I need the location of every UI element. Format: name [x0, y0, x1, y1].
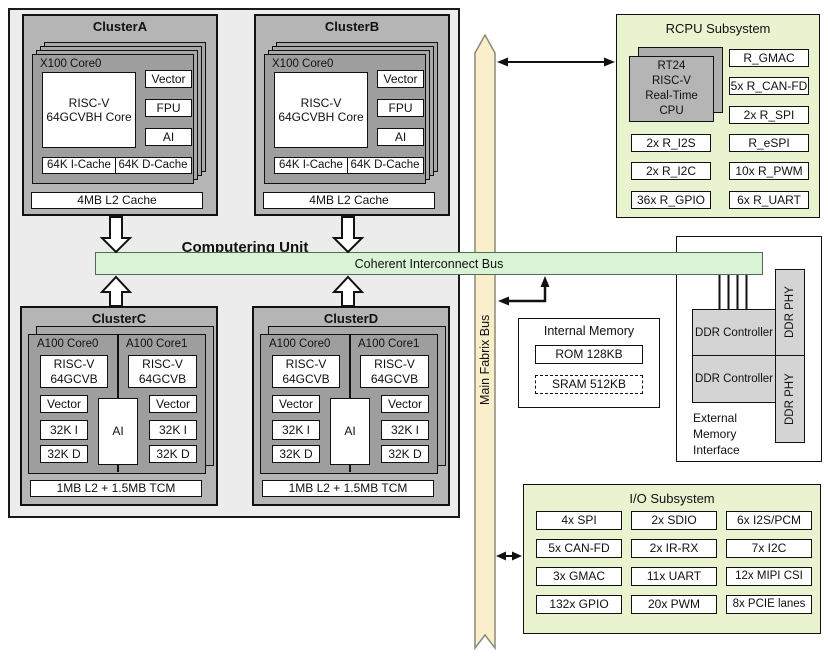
riscv-core-box: RISC-V 64GCVBH Core: [274, 72, 368, 148]
dcache-box: 64K D-Cache: [346, 157, 424, 174]
dcache-box: 32K D: [272, 445, 320, 463]
canfd-box: 5x CAN-FD: [536, 539, 622, 558]
dcache-box: 32K D: [40, 445, 88, 463]
l2-cache-box: 4MB L2 Cache: [263, 192, 435, 209]
cluster-b: ClusterB X100 Core0 RISC-V 64GCVBH Core …: [254, 14, 450, 216]
rcpu-title: RCPU Subsystem: [665, 21, 771, 36]
l2-tcm-box: 1MB L2 + 1.5MB TCM: [262, 480, 434, 497]
core1-label: A100 Core1: [358, 338, 420, 350]
cluster-b-title: ClusterB: [324, 19, 380, 34]
gmac-box: 3x GMAC: [536, 567, 622, 586]
r-pwm-box: 10x R_PWM: [729, 162, 809, 180]
arrowhead-right-icon: [604, 57, 615, 67]
r-gpio-box: 36x R_GPIO: [631, 191, 711, 209]
rt24-cpu-box: RT24 RISC-V Real-Time CPU: [629, 56, 714, 122]
coherent-bus-label: Coherent Interconnect Bus: [354, 256, 504, 271]
spi-box: 4x SPI: [536, 511, 622, 530]
a100-core-card: A100 Core0 A100 Core1 RISC-V 64GCVB RISC…: [28, 334, 206, 474]
pwm-box: 20x PWM: [631, 595, 717, 614]
icache-box: 32K I: [40, 420, 88, 440]
cluster-d: ClusterD A100 Core0 A100 Core1 RISC-V 64…: [252, 306, 450, 506]
core-label: X100 Core0: [272, 58, 334, 70]
vector-box: Vector: [272, 395, 320, 413]
vector-box: Vector: [377, 70, 424, 88]
ddr-controller-0: DDR Controller: [692, 309, 776, 356]
riscv-core-box: RISC-V 64GCVB: [272, 355, 340, 388]
cluster-a: ClusterA X100 Core0 RISC-V 64GCVBH Core …: [22, 14, 218, 216]
vector-box: Vector: [149, 395, 197, 413]
r-spi-box: 2x R_SPI: [729, 106, 809, 124]
main-fabrix-bus-label: Main Fabrix Bus: [478, 314, 492, 406]
r-espi-box: R_eSPI: [729, 134, 809, 152]
arrowhead-up-icon: [540, 276, 550, 287]
ddr-phy-1: DDR PHY: [775, 355, 805, 443]
sram-box: SRAM 512KB: [535, 375, 643, 394]
r-uart-box: 6x R_UART: [729, 191, 809, 209]
io-subsystem: I/O Subsystem 4x SPI 2x SDIO 6x I2S/PCM …: [523, 484, 821, 634]
cluster-c-title: ClusterC: [91, 311, 147, 326]
internal-memory-title: Internal Memory: [543, 324, 635, 338]
r-i2c-box: 2x R_I2C: [631, 162, 711, 180]
icache-box: 64K I-Cache: [42, 157, 116, 174]
r-gmac-box: R_GMAC: [729, 49, 809, 67]
a100-core-card: A100 Core0 A100 Core1 RISC-V 64GCVB RISC…: [260, 334, 438, 474]
core-label: X100 Core0: [40, 58, 102, 70]
icache-box: 32K I: [381, 420, 429, 440]
coherent-interconnect-bus: Coherent Interconnect Bus: [95, 252, 763, 275]
irrx-box: 2x IR-RX: [631, 539, 717, 558]
l2-cache-box: 4MB L2 Cache: [31, 192, 203, 209]
r-i2s-box: 2x R_I2S: [631, 134, 711, 152]
io-title: I/O Subsystem: [629, 491, 715, 506]
gpio-box: 132x GPIO: [536, 595, 622, 614]
ai-shared-box: AI: [330, 398, 370, 465]
core0-label: A100 Core0: [269, 338, 331, 350]
cluster-d-title: ClusterD: [323, 311, 379, 326]
arrowhead-left-icon: [496, 551, 506, 561]
core1-label: A100 Core1: [126, 338, 188, 350]
core0-label: A100 Core0: [37, 338, 99, 350]
r-canfd-box: 5x R_CAN-FD: [729, 77, 809, 95]
cluster-c: ClusterC A100 Core0 A100 Core1 RISC-V 64…: [20, 306, 218, 506]
icache-box: 64K I-Cache: [274, 157, 348, 174]
i2c-box: 7x I2C: [726, 539, 812, 558]
pcie-box: 8x PCIE lanes: [726, 595, 812, 614]
ddr-phy-0: DDR PHY: [775, 269, 805, 356]
ai-shared-box: AI: [98, 398, 138, 465]
riscv-core-box: RISC-V 64GCVB: [40, 355, 108, 388]
i2spcm-box: 6x I2S/PCM: [726, 511, 812, 530]
x100-core-card: X100 Core0 RISC-V 64GCVBH Core Vector FP…: [32, 54, 194, 184]
l2-tcm-box: 1MB L2 + 1.5MB TCM: [30, 480, 202, 497]
ddr-controller-1: DDR Controller: [692, 355, 776, 403]
dcache-box: 64K D-Cache: [114, 157, 192, 174]
riscv-core-box: RISC-V 64GCVB: [360, 355, 429, 388]
icache-box: 32K I: [149, 420, 197, 440]
emi-label: External Memory Interface: [693, 411, 740, 458]
vector-box: Vector: [40, 395, 88, 413]
arrowhead-right-icon: [512, 551, 522, 561]
x100-core-card: X100 Core0 RISC-V 64GCVBH Core Vector FP…: [264, 54, 426, 184]
bus-bus-link: [506, 284, 547, 303]
icache-box: 32K I: [272, 420, 320, 440]
vector-box: Vector: [145, 70, 192, 88]
uart-box: 11x UART: [631, 567, 717, 586]
riscv-core-box: RISC-V 64GCVBH Core: [42, 72, 136, 148]
sdio-box: 2x SDIO: [631, 511, 717, 530]
rcpu-subsystem: RCPU Subsystem RT24 RISC-V Real-Time CPU…: [616, 14, 820, 218]
cluster-a-title: ClusterA: [92, 19, 148, 34]
dcache-box: 32K D: [149, 445, 197, 463]
arrowhead-left-icon: [497, 57, 508, 67]
ai-box: AI: [377, 128, 424, 146]
dcache-box: 32K D: [381, 445, 429, 463]
riscv-core-box: RISC-V 64GCVB: [128, 355, 197, 388]
fpu-box: FPU: [377, 99, 424, 117]
mipicsi-box: 12x MIPI CSI: [726, 567, 812, 586]
vector-box: Vector: [381, 395, 429, 413]
computing-unit-title: Computering Unit: [181, 239, 309, 256]
fpu-box: FPU: [145, 99, 192, 117]
rom-box: ROM 128KB: [535, 345, 643, 364]
ai-box: AI: [145, 128, 192, 146]
